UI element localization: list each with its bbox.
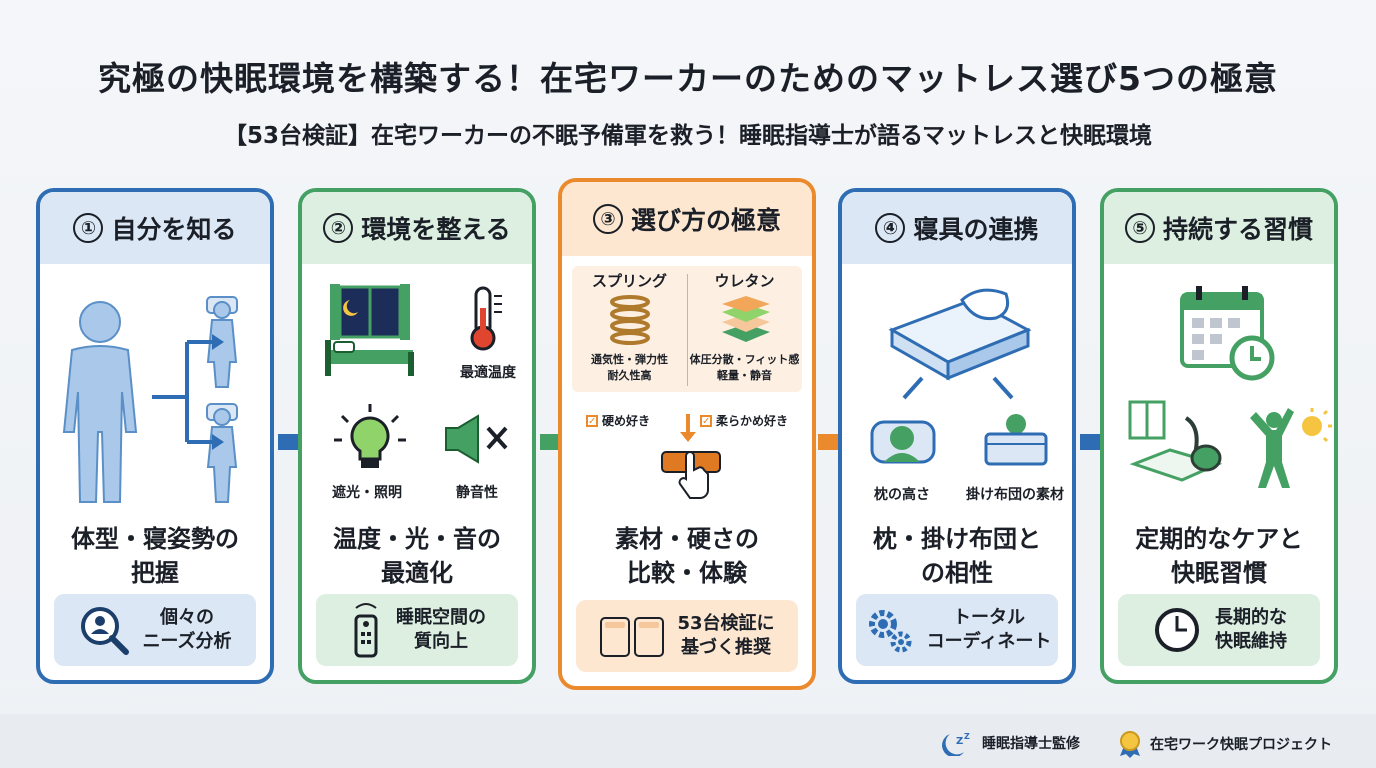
step-2-foot-line1: 睡眠空間の (396, 607, 486, 628)
clock-icon (1155, 608, 1199, 652)
step-5-main-line1: 定期的なケアと (1135, 525, 1303, 553)
step-5-foot-line2: 快眠維持 (1215, 631, 1287, 652)
page-subtitle: 【53台検証】在宅ワーカーの不眠予備軍を救う！睡眠指導士が語るマットレスと快眠環… (223, 123, 1153, 149)
step-1-footer: 個々の ニーズ分析 (54, 594, 256, 666)
step-2-footer: 睡眠空間の 質向上 (316, 594, 518, 666)
urethane-title: ウレタン (714, 272, 775, 290)
pillow-head-icon (870, 420, 936, 464)
step-3-heading: 選び方の極意 (630, 206, 781, 235)
vacuum-cleaner-icon (1128, 400, 1223, 482)
step-card-2: ② 環境を整える 最適温度 遮光・照明 (298, 188, 536, 684)
mute-speaker-icon (445, 414, 508, 464)
spring-feature-2: 耐久性高 (607, 369, 652, 382)
urethane-feature-1: 体圧分散・フィット感 (689, 353, 800, 366)
svg-text:Z: Z (964, 732, 970, 741)
shading-lighting-label: 遮光・照明 (332, 485, 402, 501)
step-3-foot-line1: 53台検証に (677, 613, 775, 634)
step-5-header: ⑤ 持続する習慣 (1104, 192, 1334, 264)
night-window-bed-icon (325, 284, 414, 376)
step-card-1: ① 自分を知る 体型・寝姿勢の 把握 個々の (36, 188, 274, 684)
gear-icon (868, 610, 912, 653)
press-button-icon (661, 414, 721, 499)
step-5-footer: 長期的な 快眠維持 (1118, 594, 1320, 666)
svg-text:Z: Z (956, 736, 963, 747)
mattress-pillow-icon (888, 288, 1032, 400)
check-soft-label: 柔らかめ好き (716, 414, 789, 428)
step-4-heading: 寝具の連携 (913, 215, 1039, 244)
urethane-feature-2: 軽量・静音 (717, 369, 772, 382)
pillow-height-label: 枕の高さ (874, 487, 930, 503)
step-5-number: ⑤ (1124, 213, 1155, 243)
footer-bar (0, 714, 1376, 768)
project-credit: 在宅ワーク快眠プロジェクト (1118, 730, 1332, 758)
step-4-foot-line1: トータル (953, 607, 1025, 628)
step-1-foot-line1: 個々の (159, 607, 214, 628)
step-4-foot-line2: コーディネート (926, 631, 1052, 652)
supervisor-credit: Z Z 睡眠指導士監修 (940, 730, 1080, 756)
user-search-icon (81, 607, 130, 655)
project-credit-text: 在宅ワーク快眠プロジェクト (1150, 737, 1332, 753)
step-1-heading: 自分を知る (111, 215, 237, 244)
check-soft: ✓ 柔らかめ好き (700, 412, 788, 429)
step-3-foot-line2: 基づく推奨 (681, 637, 771, 658)
checkbox-icon: ✓ (586, 414, 598, 427)
remote-control-icon (354, 603, 378, 658)
step-card-3: ③ 選び方の極意 スプリング ウレタン 通気性・弾力性 耐久性高 体圧分散・フィ… (558, 178, 816, 690)
step-3-footer: 53台検証に 基づく推奨 (576, 600, 798, 672)
step-4-header: ④ 寝具の連携 (842, 192, 1072, 264)
spring-title: スプリング (591, 272, 667, 290)
coil-spring-icon (610, 295, 650, 345)
step-card-5: ⑤ 持続する習慣 定期的なケアと 快眠習慣 (1100, 188, 1338, 684)
step-1-header: ① 自分を知る (40, 192, 270, 264)
optimal-temp-label: 最適温度 (460, 365, 516, 381)
check-hard: ✓ 硬め好き (586, 412, 650, 429)
foam-layers-icon (722, 296, 770, 342)
step-3-header: ③ 選び方の極意 (562, 182, 812, 256)
step-2-foot-line2: 質向上 (414, 631, 468, 652)
thermometer-icon (470, 286, 502, 351)
duvet-material-label: 掛け布団の素材 (966, 487, 1064, 503)
material-comparison-panel: スプリング ウレタン 通気性・弾力性 耐久性高 体圧分散・フィット感 軽量・静音 (572, 266, 802, 392)
step-5-main-line2: 快眠習慣 (1171, 559, 1267, 587)
step-2-heading: 環境を整える (361, 215, 511, 244)
step-4-main-line1: 枕・掛け布団と (873, 525, 1041, 553)
mattresses-icon (600, 617, 665, 657)
body-type-icon (62, 296, 238, 503)
step-2-number: ② (323, 213, 354, 243)
check-hard-label: 硬め好き (602, 414, 651, 428)
step-2-main-line1: 温度・光・音の (333, 525, 501, 553)
step-card-4: ④ 寝具の連携 枕の高さ 掛け布団の素材 枕・掛け布団と の相性 (838, 188, 1076, 684)
duvet-bed-icon (984, 414, 1048, 466)
supervisor-credit-text: 睡眠指導士監修 (982, 736, 1080, 752)
sleep-zzz-icon: Z Z (942, 732, 970, 756)
calendar-clock-icon (1180, 286, 1275, 381)
checkbox-icon: ✓ (700, 414, 712, 427)
step-3-main-line2: 比較・体験 (627, 559, 747, 587)
step-4-footer: トータル コーディネート (856, 594, 1058, 666)
step-1-foot-line2: ニーズ分析 (142, 631, 232, 652)
step-4-number: ④ (875, 213, 906, 243)
quietness-label: 静音性 (456, 485, 498, 501)
spring-feature-1: 通気性・弾力性 (591, 353, 668, 366)
step-3-number: ③ (592, 204, 623, 234)
person-sun-icon (1250, 408, 1332, 488)
step-5-heading: 持続する習慣 (1162, 215, 1313, 244)
step-5-foot-line1: 長期的な (1215, 607, 1287, 628)
light-bulb-icon (334, 404, 406, 468)
step-4-main-line2: の相性 (921, 559, 993, 587)
step-2-main-line2: 最適化 (381, 559, 453, 587)
step-1-number: ① (73, 213, 104, 243)
step-1-main-line2: 把握 (131, 559, 179, 587)
step-3-main-line1: 素材・硬さの (615, 525, 759, 553)
award-medal-icon (1120, 731, 1140, 758)
page-title: 究極の快眠環境を構築する！在宅ワーカーのためのマットレス選び5つの極意 (98, 59, 1278, 98)
step-1-main-line1: 体型・寝姿勢の (71, 525, 239, 553)
step-2-header: ② 環境を整える (302, 192, 532, 264)
